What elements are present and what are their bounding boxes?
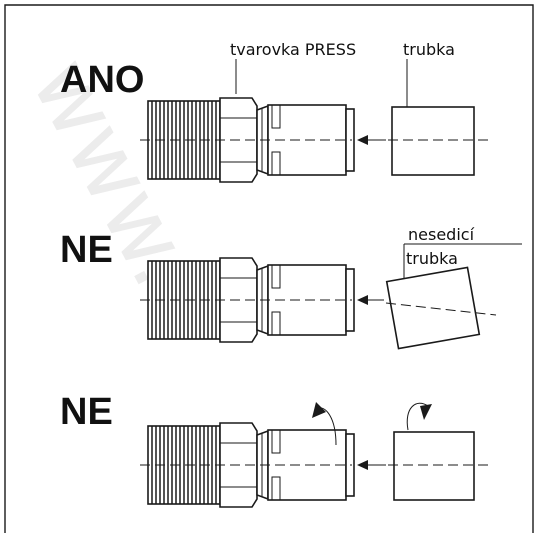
fitting-row-3 bbox=[139, 422, 355, 508]
insertion-arrow-icon bbox=[357, 135, 386, 145]
label-ne-rotation: NE bbox=[60, 391, 113, 433]
fitting-row-2 bbox=[139, 257, 355, 343]
label-misaligned-line2: trubka bbox=[406, 249, 458, 268]
label-ne-misaligned: NE bbox=[60, 229, 113, 271]
rotation-arrow-icon bbox=[312, 402, 337, 446]
pipe-misaligned bbox=[385, 266, 497, 350]
label-misaligned-line1: nesedicí bbox=[408, 225, 475, 244]
frame-border bbox=[4, 4, 534, 533]
rotation-arrow-icon bbox=[406, 402, 432, 431]
label-ano: ANO bbox=[60, 59, 144, 101]
fitting-row-1 bbox=[139, 97, 355, 183]
pipe-aligned bbox=[388, 106, 488, 176]
label-pipe: trubka bbox=[403, 40, 455, 59]
insertion-arrow-icon bbox=[357, 295, 384, 305]
label-fitting: tvarovka PRESS bbox=[230, 40, 356, 59]
insertion-arrow-icon bbox=[357, 460, 386, 470]
pipe-rotated bbox=[388, 431, 488, 501]
